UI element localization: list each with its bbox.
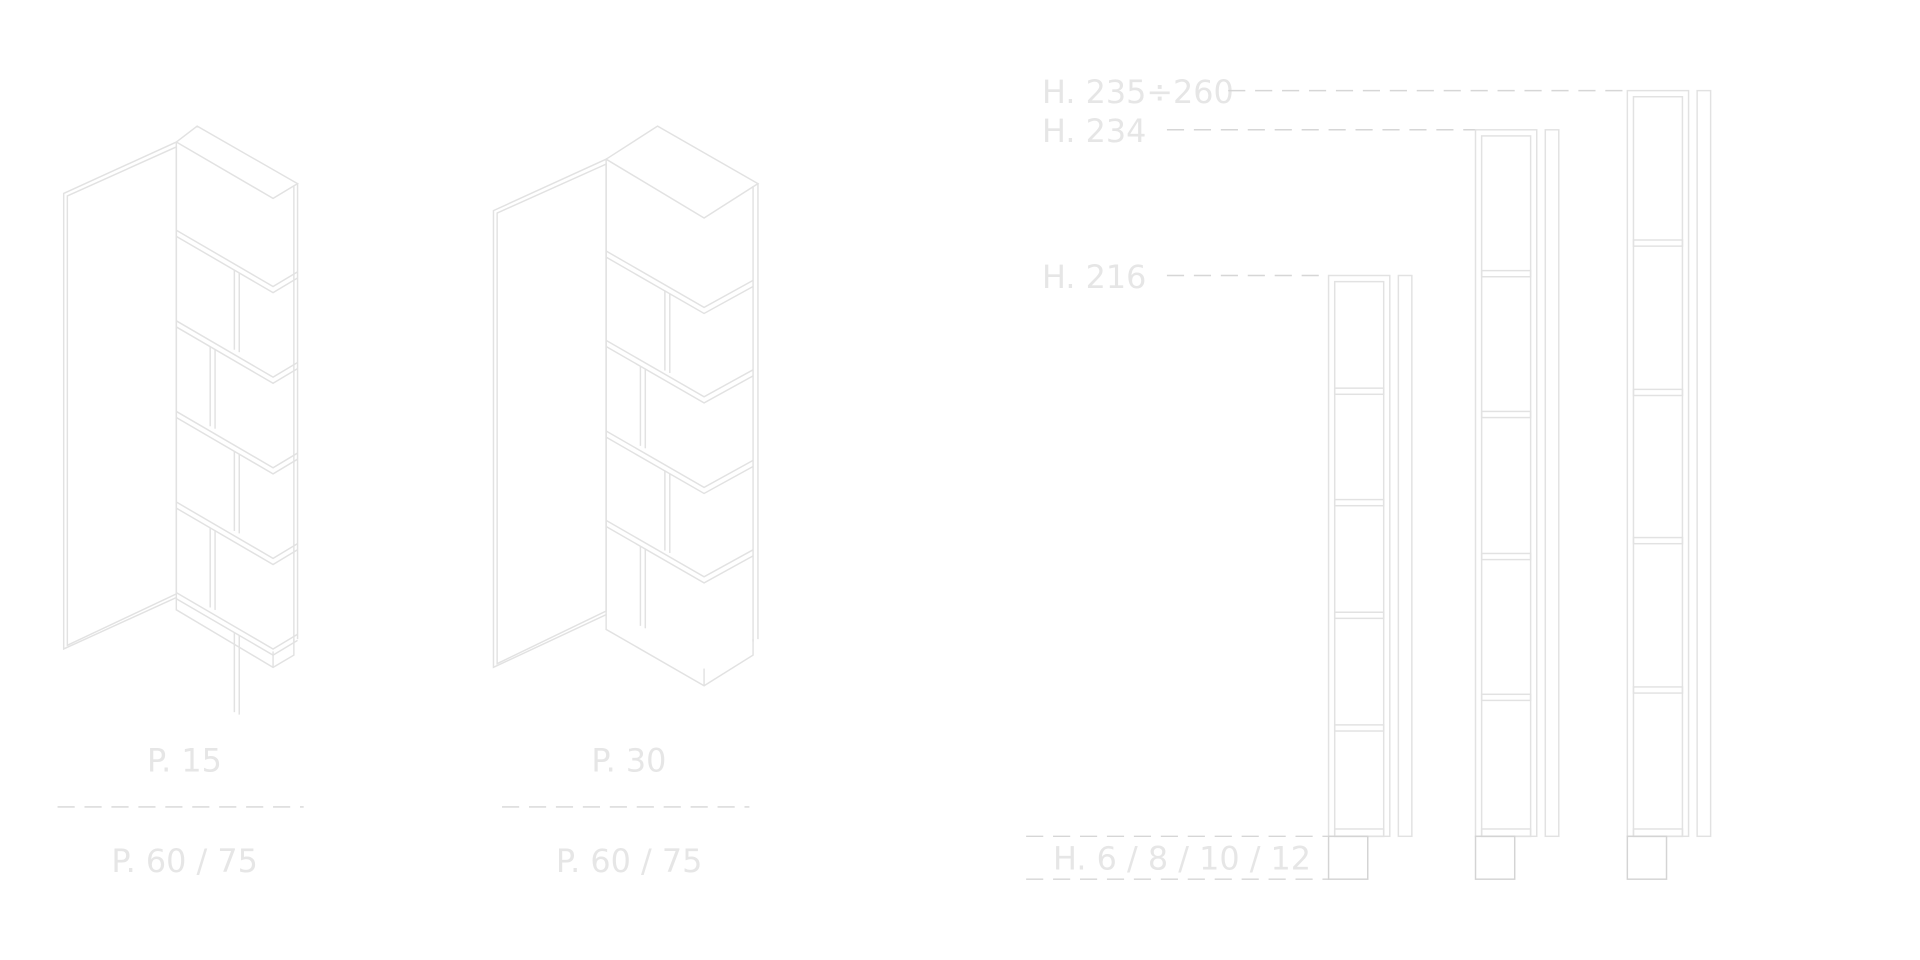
shelf <box>1632 536 1684 545</box>
shelf <box>175 501 298 560</box>
shelf <box>1632 686 1684 694</box>
side-panel <box>1397 274 1413 838</box>
plinth-height-label: H. 6 / 8 / 10 / 12 <box>1053 839 1311 877</box>
carcass <box>1327 274 1391 838</box>
shelf <box>1480 693 1532 702</box>
side-panel <box>1696 89 1712 838</box>
height-label-216: H. 216 <box>1042 258 1146 296</box>
shelf <box>1333 498 1385 507</box>
shelf <box>175 598 298 656</box>
shelf <box>605 519 754 578</box>
shelf <box>605 339 754 398</box>
shelf <box>1333 387 1385 396</box>
shelf <box>1480 552 1532 561</box>
bookcase-depth-30-isometric <box>492 125 760 687</box>
side-panel <box>1544 129 1560 838</box>
shelf <box>605 345 754 404</box>
shelf <box>605 250 754 309</box>
plinth <box>1626 835 1668 880</box>
door-depth-label: P. 60 / 75 <box>556 842 702 880</box>
door-depth-label: P. 60 / 75 <box>111 842 257 880</box>
shelf <box>175 326 298 385</box>
shelf <box>1480 410 1532 419</box>
plinth <box>1327 835 1369 880</box>
shelf <box>1333 724 1385 732</box>
shelf <box>175 320 298 378</box>
inner-frame <box>1632 96 1684 838</box>
shelf <box>1480 269 1532 278</box>
bookcase-front-elevation <box>1626 89 1712 880</box>
shelf <box>605 436 754 495</box>
bottom-shelf <box>1632 828 1684 838</box>
depth-label-15: P. 15 <box>147 741 222 779</box>
carcass <box>1626 89 1690 838</box>
carcass <box>1474 129 1538 838</box>
shelf <box>605 525 754 584</box>
inner-frame <box>1333 280 1385 838</box>
shelf <box>175 235 298 294</box>
bookcase-depth-15-isometric <box>62 125 300 715</box>
plinth <box>1474 835 1516 880</box>
shelf <box>175 229 298 288</box>
bookcase-front-elevation <box>1474 129 1560 880</box>
shelf <box>1333 611 1385 620</box>
inner-frame <box>1480 135 1532 838</box>
shelf <box>1632 388 1684 397</box>
height-label-234: H. 234 <box>1042 112 1146 150</box>
height-label-235-260: H. 235÷260 <box>1042 73 1234 111</box>
shelf <box>175 592 298 650</box>
depth-label-30: P. 30 <box>591 741 666 779</box>
bottom-shelf <box>1333 828 1385 838</box>
bottom-shelf <box>1480 828 1532 838</box>
shelf <box>1632 239 1684 247</box>
shelf <box>175 507 298 566</box>
shelf <box>175 410 298 469</box>
bookcase-front-elevation <box>1327 274 1413 880</box>
shelf <box>605 430 754 489</box>
shelf <box>175 416 298 475</box>
shelf <box>605 256 754 315</box>
